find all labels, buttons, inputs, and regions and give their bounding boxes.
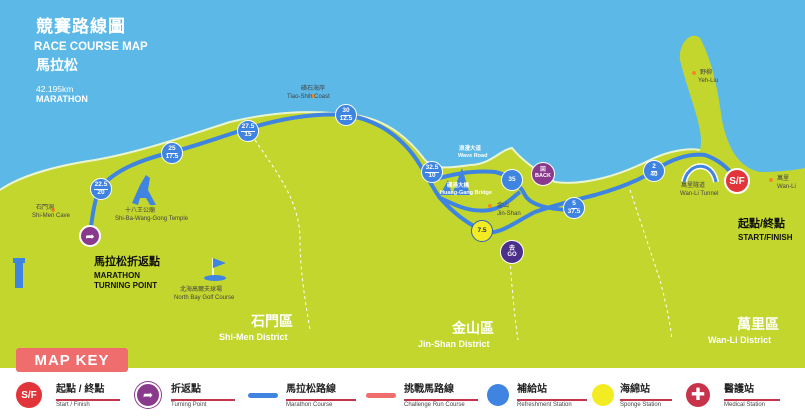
- legend-underline: [56, 399, 120, 401]
- legend-start-finish-zh: 起點 / 終點: [56, 384, 105, 395]
- map-subtitle: 馬拉松: [36, 57, 78, 73]
- place-label-temple-en: Shi-Ba-Wang-Gong Temple: [115, 216, 189, 222]
- place-label-wanli-tunnel: 萬里隧道: [681, 183, 706, 189]
- place-dot: [51, 208, 55, 212]
- race-distance: 42.195km: [36, 84, 74, 94]
- legend-sponge-en: Sponge Station: [620, 402, 662, 408]
- temple-dog-icon: [132, 175, 156, 205]
- place-label-yeliu: 野柳: [700, 70, 713, 76]
- wanli-tunnel-core: [682, 164, 718, 183]
- legend-challenge-line-icon: [366, 393, 396, 398]
- turning-point-label-en: MARATHON: [94, 271, 141, 280]
- legend-sponge-zh: 海綿站: [620, 384, 650, 395]
- turning-point-marker: ➦: [79, 225, 101, 247]
- map-title-en: RACE COURSE MAP: [34, 41, 148, 53]
- legend-turning-point-icon: ➦: [135, 382, 161, 408]
- legend-refreshment-en: Refreshment Station: [517, 402, 572, 408]
- legend-challenge-en: Challenge Run Course: [404, 402, 465, 408]
- legend-marathon-zh: 馬拉松路線: [286, 384, 336, 395]
- place-dot: [488, 204, 492, 208]
- bridge-icon: [440, 168, 470, 195]
- legend-sponge-icon: [592, 384, 614, 406]
- start-finish-marker: S/F: [724, 168, 750, 194]
- legend-refreshment-zh: 補給站: [517, 384, 547, 395]
- place-label-shimen-cave-en: Shi-Men Cave: [32, 213, 71, 219]
- turning-point-label-en2: TURNING POINT: [94, 281, 158, 290]
- golf-flag-icon: [204, 258, 226, 281]
- district-boundary-1: [254, 139, 311, 331]
- place-dot: [769, 178, 773, 182]
- place-label-bridge-en: Huang-Gang Bridge: [440, 190, 492, 196]
- legend-start-finish-en: Start / Finish: [56, 402, 90, 408]
- legend-refreshment-icon: [487, 384, 509, 406]
- place-dot: [311, 94, 315, 98]
- place-label-wave-road-en: Wave Road: [458, 153, 488, 159]
- legend-panel: [0, 368, 805, 418]
- place-label-golf-en: North Bay Golf Course: [174, 295, 235, 301]
- place-label-temple: 十八王公廟: [125, 208, 156, 214]
- place-label-golf: 北海高爾夫球場: [180, 287, 223, 293]
- place-label-jinshan-en: Jin-Shan: [497, 211, 521, 217]
- water-station-35: 35: [501, 169, 523, 191]
- place-label-wave-road: 浪漫大道: [459, 146, 482, 152]
- legend-turning-point-en: Turning Point: [171, 402, 207, 408]
- legend-underline: [724, 399, 780, 401]
- legend-underline: [620, 399, 672, 401]
- legend-start-finish-icon: S/F: [16, 382, 42, 408]
- legend-medical-cross-icon: ✚: [686, 383, 710, 407]
- place-label-wanli-en: Wan-Li: [777, 184, 796, 190]
- race-kind: MARATHON: [36, 94, 88, 104]
- place-label-yeliu-en: Yeh-Liu: [698, 78, 719, 84]
- start-finish-label-zh: 起點/終點: [738, 218, 786, 230]
- place-label-shimen-cave: 石門洞: [36, 205, 55, 211]
- legend-challenge-zh: 挑戰馬路線: [404, 384, 454, 395]
- legend-underline: [404, 399, 478, 401]
- place-label-coast: 磺石海岸: [301, 86, 326, 92]
- place-label-wanli: 萬里: [777, 176, 790, 182]
- turning-point-label-zh: 馬拉松折返點: [94, 256, 160, 268]
- legend-medical-zh: 醫護站: [724, 384, 754, 395]
- district-boundary-3: [629, 189, 673, 341]
- district-wanli-zh: 萬里區: [737, 316, 779, 332]
- map-key-title: MAP KEY: [16, 348, 128, 372]
- shimen-cape: [0, 210, 16, 310]
- start-finish-label-en: START/FINISH: [738, 233, 793, 242]
- district-boundary-2: [509, 259, 519, 341]
- cape: [695, 40, 716, 100]
- legend-medical-en: Medical Station: [724, 402, 766, 408]
- sponge-station-7-5: 7.5: [471, 220, 493, 242]
- place-label-wanli-tunnel-en: Wan-Li Tunnel: [680, 191, 719, 197]
- district-jinshan-en: Jin-Shan District: [418, 339, 490, 349]
- legend-turning-point-zh: 折返點: [171, 384, 201, 395]
- district-jinshan-zh: 金山區: [452, 320, 494, 336]
- legend-underline: [286, 399, 356, 401]
- map-title-zh: 競賽路線圖: [36, 17, 126, 36]
- place-dot: [692, 71, 696, 75]
- place-label-coast-en: Tiao-Shih Coast: [287, 94, 330, 100]
- district-shimen-en: Shi-Men District: [219, 332, 288, 342]
- place-label-jinshan: 金山: [497, 203, 510, 209]
- lighthouse-icon: [13, 258, 25, 288]
- legend-underline: [171, 399, 235, 401]
- district-wanli-en: Wan-Li District: [708, 335, 772, 345]
- district-shimen-zh: 石門區: [251, 313, 293, 329]
- place-label-bridge: 磺港大橋: [447, 183, 470, 189]
- legend-marathon-line-icon: [248, 393, 278, 398]
- coastline: [0, 111, 701, 191]
- legend-underline: [517, 399, 587, 401]
- legend-marathon-en: Marathon Course: [286, 402, 333, 408]
